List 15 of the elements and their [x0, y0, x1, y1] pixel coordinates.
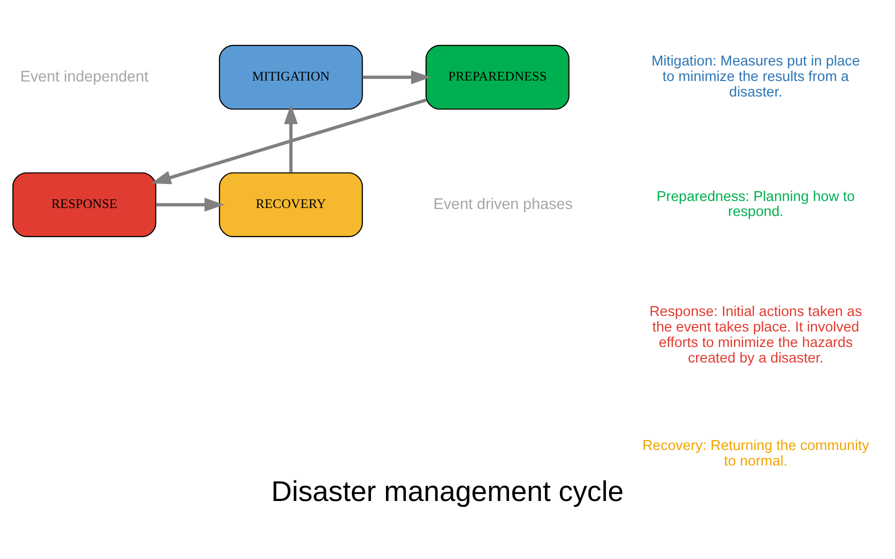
diagram-title: Disaster management cycle	[271, 476, 624, 508]
label: Recovery: Returning the community to normal.	[642, 438, 870, 470]
label: Response: Initial actions taken as the event takes place. It involved efforts to minimize the hazards created by a disaster.	[649, 304, 862, 366]
arrow	[284, 104, 298, 172]
label: Event driven phases	[433, 195, 573, 212]
arrow	[156, 197, 224, 212]
node-box: RESPONSE	[12, 172, 156, 237]
label: Preparedness: Planning how to respond.	[656, 188, 855, 220]
node-box: MITIGATION	[218, 44, 363, 110]
arrow	[362, 70, 431, 84]
label: Mitigation: Measures put in place to minimize the results from a disaster.	[651, 53, 860, 100]
node-box: RECOVERY	[218, 172, 363, 237]
node-box: PREPAREDNESS	[426, 44, 570, 110]
arrow	[151, 98, 426, 184]
label: Event independent	[20, 68, 148, 85]
